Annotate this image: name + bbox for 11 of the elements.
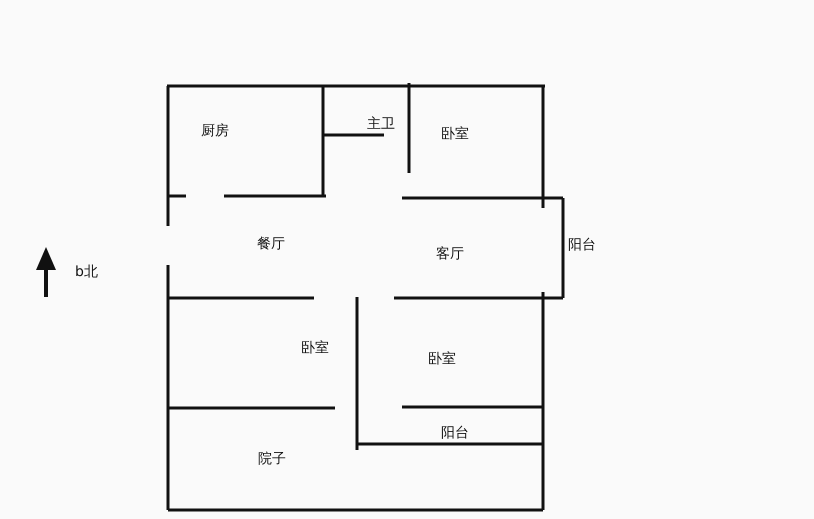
room-label: 卧室 (428, 351, 456, 367)
room-label: 阳台 (568, 237, 596, 253)
room-label: 院子 (258, 451, 286, 467)
room-label: 餐厅 (257, 236, 285, 252)
room-label: 主卫 (367, 116, 395, 132)
direction-label: b北 (75, 264, 98, 280)
room-label: 阳台 (441, 425, 469, 441)
room-label: 厨房 (201, 123, 229, 139)
room-label: 卧室 (441, 126, 469, 142)
room-label: 客厅 (436, 246, 464, 262)
room-label: 卧室 (301, 340, 329, 356)
